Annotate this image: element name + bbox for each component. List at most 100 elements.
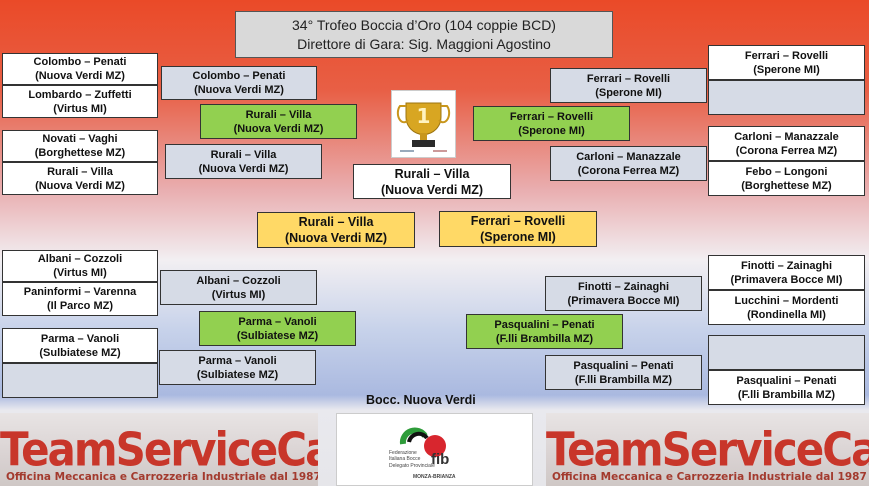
fed-line-2: Italiana Bocce	[389, 456, 439, 462]
right-r2-match-4: Pasqualini – Penati (F.lli Brambilla MZ)	[545, 355, 702, 390]
team-club: (Corona Ferrea MZ)	[736, 144, 837, 158]
left-r2-match-4: Parma – Vanoli (Sulbiatese MZ)	[159, 350, 316, 385]
left-r1-match-6: Paninformi – Varenna (Il Parco MZ)	[2, 282, 158, 316]
left-r3-match-1: Rurali – Villa (Nuova Verdi MZ)	[200, 104, 357, 139]
team-name: Ferrari – Rovelli	[587, 72, 670, 86]
right-r1-match-1: Ferrari – Rovelli (Sperone MI)	[708, 45, 865, 80]
team-name: Carloni – Manazzale	[576, 150, 681, 164]
organizer-label: Bocc. Nuova Verdi	[366, 393, 476, 407]
left-r2-match-2: Rurali – Villa (Nuova Verdi MZ)	[165, 144, 322, 179]
trophy-icon: 1	[392, 91, 455, 157]
federation-logo-panel: fib Federazione Italiana Bocce Delegato …	[336, 413, 533, 486]
team-name: Novati – Vaghi	[42, 132, 117, 146]
team-name: Colombo – Penati	[193, 69, 286, 83]
right-r1-match-2: Carloni – Manazzale (Corona Ferrea MZ)	[708, 126, 865, 161]
left-r1-match-7: Parma – Vanoli (Sulbiatese MZ)	[2, 328, 158, 363]
team-club: (Sulbiatese MZ)	[237, 329, 318, 343]
left-r2-match-3: Albani – Cozzoli (Virtus MI)	[160, 270, 317, 305]
team-club: (Virtus MI)	[212, 288, 266, 302]
left-r1-empty-slot	[2, 363, 158, 398]
team-club: (Primavera Bocce MI)	[731, 273, 843, 287]
team-club: (Nuova Verdi MZ)	[35, 69, 125, 83]
right-r3-match-2: Pasqualini – Penati (F.lli Brambilla MZ)	[466, 314, 623, 349]
right-r2-match-3: Finotti – Zainaghi (Primavera Bocce MI)	[545, 276, 702, 311]
team-name: Rurali – Villa	[211, 148, 277, 162]
team-name: Paninformi – Varenna	[24, 285, 136, 299]
team-name: Colombo – Penati	[34, 55, 127, 69]
team-club: (Rondinella MI)	[747, 308, 826, 322]
left-r1-match-4: Rurali – Villa (Nuova Verdi MZ)	[2, 162, 158, 195]
team-name: Ferrari – Rovelli	[510, 110, 593, 124]
right-semifinal: Ferrari – Rovelli (Sperone MI)	[439, 211, 597, 247]
team-name: Pasqualini – Penati	[573, 359, 673, 373]
team-name: Pasqualini – Penati	[736, 374, 836, 388]
sponsor-name: TeamServiceCar	[546, 423, 869, 477]
fed-line-4: MONZA-BRIANZA	[413, 474, 463, 480]
team-name: Rurali – Villa	[395, 166, 470, 182]
team-name: Rurali – Villa	[47, 165, 113, 179]
team-club: (Nuova Verdi MZ)	[234, 122, 324, 136]
team-club: (Sulbiatese MZ)	[39, 346, 120, 360]
title-line-1: 34° Trofeo Boccia d’Oro (104 coppie BCD)	[236, 16, 612, 35]
team-name: Parma – Vanoli	[41, 332, 119, 346]
team-club: (F.lli Brambilla MZ)	[575, 373, 672, 387]
left-r2-match-1: Colombo – Penati (Nuova Verdi MZ)	[161, 66, 317, 100]
team-name: Finotti – Zainaghi	[578, 280, 669, 294]
team-club: (Primavera Bocce MI)	[568, 294, 680, 308]
right-r1-empty-slot-1	[708, 80, 865, 115]
team-name: Parma – Vanoli	[238, 315, 316, 329]
right-r2-match-1: Ferrari – Rovelli (Sperone MI)	[550, 68, 707, 103]
sponsor-name: TeamServiceCar	[0, 423, 318, 477]
team-club: (Il Parco MZ)	[47, 299, 113, 313]
team-name: Rurali – Villa	[246, 108, 312, 122]
left-r1-match-1: Colombo – Penati (Nuova Verdi MZ)	[2, 53, 158, 85]
team-name: Pasqualini – Penati	[494, 318, 594, 332]
team-club: (Sulbiatese MZ)	[197, 368, 278, 382]
left-r1-match-3: Novati – Vaghi (Borghettese MZ)	[2, 130, 158, 162]
team-club: (Nuova Verdi MZ)	[194, 83, 284, 97]
team-name: Rurali – Villa	[299, 214, 374, 230]
team-name: Carloni – Manazzale	[734, 130, 839, 144]
team-club: (Sperone MI)	[595, 86, 662, 100]
team-club: (Sperone MI)	[753, 63, 820, 77]
left-semifinal: Rurali – Villa (Nuova Verdi MZ)	[257, 212, 415, 248]
sponsor-tagline: Officina Meccanica e Carrozzeria Industr…	[552, 471, 867, 483]
team-club: (Borghettese MZ)	[35, 146, 125, 160]
right-r1-match-4: Finotti – Zainaghi (Primavera Bocce MI)	[708, 255, 865, 290]
team-club: (Sperone MI)	[480, 229, 556, 245]
sponsor-tagline: Officina Meccanica e Carrozzeria Industr…	[6, 471, 318, 483]
left-r1-match-5: Albani – Cozzoli (Virtus MI)	[2, 250, 158, 282]
team-name: Parma – Vanoli	[198, 354, 276, 368]
team-club: (Nuova Verdi MZ)	[285, 230, 387, 246]
right-r1-match-3: Febo – Longoni (Borghettese MZ)	[708, 161, 865, 196]
team-club: (F.lli Brambilla MZ)	[738, 388, 835, 402]
team-name: Albani – Cozzoli	[38, 252, 122, 266]
left-r1-match-2: Lombardo – Zuffetti (Virtus MI)	[2, 85, 158, 118]
trophy-image: 1	[391, 90, 456, 158]
team-name: Lombardo – Zuffetti	[28, 88, 131, 102]
fed-line-3: Delegato Provinciale	[389, 463, 439, 469]
team-club: (Nuova Verdi MZ)	[199, 162, 289, 176]
team-name: Febo – Longoni	[746, 165, 828, 179]
left-r3-match-2: Parma – Vanoli (Sulbiatese MZ)	[199, 311, 356, 346]
right-r1-empty-slot-2	[708, 335, 865, 370]
team-club: (Virtus MI)	[53, 102, 107, 116]
team-club: (Sperone MI)	[518, 124, 585, 138]
team-name: Albani – Cozzoli	[196, 274, 280, 288]
final-winner: Rurali – Villa (Nuova Verdi MZ)	[353, 164, 511, 199]
right-r1-match-6: Pasqualini – Penati (F.lli Brambilla MZ)	[708, 370, 865, 405]
team-name: Ferrari – Rovelli	[745, 49, 828, 63]
right-r1-match-5: Lucchini – Mordenti (Rondinella MI)	[708, 290, 865, 325]
team-name: Lucchini – Mordenti	[735, 294, 839, 308]
team-club: (F.lli Brambilla MZ)	[496, 332, 593, 346]
tournament-title: 34° Trofeo Boccia d’Oro (104 coppie BCD)…	[235, 11, 613, 58]
team-club: (Borghettese MZ)	[741, 179, 831, 193]
team-name: Ferrari – Rovelli	[471, 213, 566, 229]
svg-text:1: 1	[417, 104, 431, 128]
team-club: (Nuova Verdi MZ)	[35, 179, 125, 193]
sponsor-banner-right: TeamServiceCar Officina Meccanica e Carr…	[546, 413, 869, 486]
team-club: (Nuova Verdi MZ)	[381, 182, 483, 198]
team-club: (Corona Ferrea MZ)	[578, 164, 679, 178]
team-club: (Virtus MI)	[53, 266, 107, 280]
sponsor-banner-left: TeamServiceCar Officina Meccanica e Carr…	[0, 413, 318, 486]
